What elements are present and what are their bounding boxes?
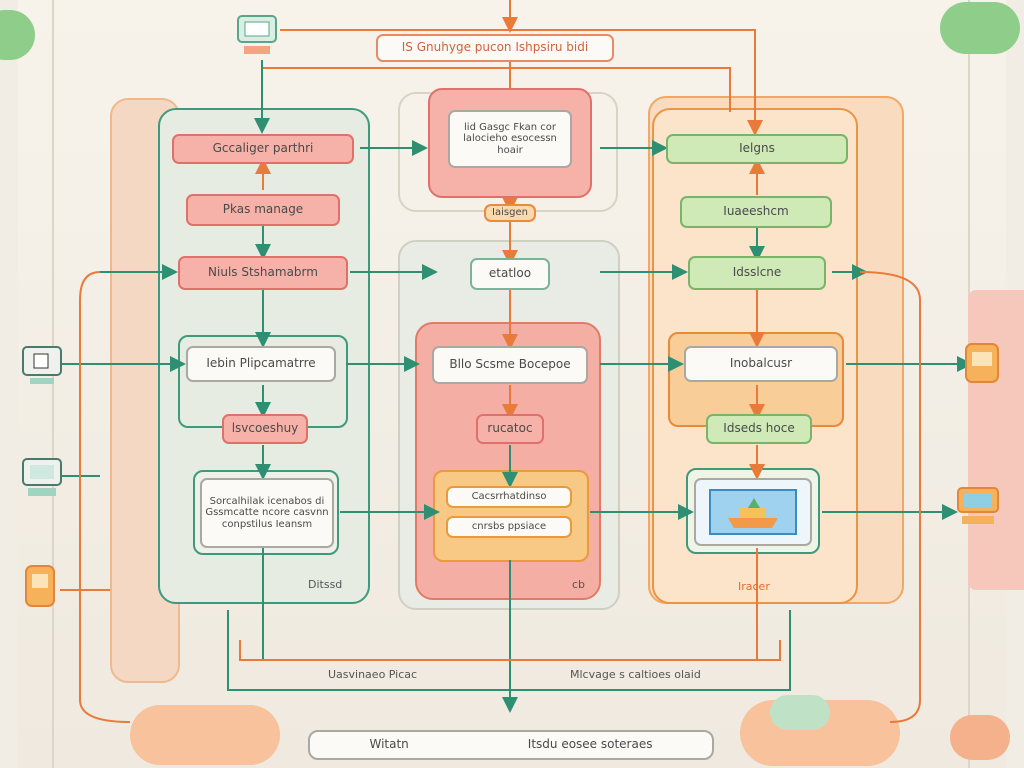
bottom-right-label: Mlcvage s caltioes olaid (570, 668, 701, 681)
left-box-3[interactable]: Niuls Stshamabrm (178, 256, 348, 290)
computer-icon[interactable] (232, 12, 282, 62)
right-screen[interactable] (694, 478, 812, 546)
bottom-bar-right-label: Itsdu eosee soteraes (527, 737, 653, 752)
header-title: IS Gnuhyge pucon Ishpsiru bidi (376, 34, 614, 62)
center-title-box[interactable]: lid Gasgc Fkan cor lalocieho esocessn ho… (448, 110, 572, 168)
left-box-5[interactable]: lsvcoeshuy (222, 414, 308, 444)
center-box-3[interactable]: etatloo (470, 258, 550, 290)
cloud-decoration-corner (950, 715, 1010, 760)
right-title-box[interactable]: Ielgns (666, 134, 848, 164)
left-box-4[interactable]: Iebin Plipcamatrre (186, 346, 336, 382)
bottom-bar-left-label: Witatn (369, 737, 409, 752)
computer-icon-right[interactable] (954, 484, 1002, 534)
right-box-3[interactable]: Idsslcne (688, 256, 826, 290)
bush-decoration (770, 695, 830, 730)
left-box-2[interactable]: Pkas manage (186, 194, 340, 226)
center-footer-label: cb (572, 578, 586, 591)
right-box-4[interactable]: Inobalcusr (684, 346, 838, 382)
ship-icon (709, 489, 797, 535)
center-box-7[interactable]: cnrsbs ppsiace (446, 516, 572, 538)
center-box-5[interactable]: rucatoc (476, 414, 544, 444)
monitor-icon[interactable] (20, 344, 64, 392)
bottom-left-label: Uasvinaeo Picac (328, 668, 418, 681)
device-icon-right[interactable] (962, 340, 1002, 392)
side-panel-right (968, 290, 1024, 590)
monitor-icon-2[interactable] (20, 456, 64, 504)
center-box-6[interactable]: Cacsrrhatdinso (446, 486, 572, 508)
tree-decoration-right (940, 2, 1020, 54)
bottom-bar: Witatn Itsdu eosee soteraes (308, 730, 714, 760)
cloud-decoration-bottom-left (130, 705, 280, 765)
center-box-2[interactable]: Iaisgen (484, 204, 536, 222)
left-box-6[interactable]: Sorcalhilak icenabos di Gssmcatte ncore … (200, 478, 334, 548)
right-footer-label: Iracer (738, 580, 770, 593)
device-icon[interactable] (22, 562, 58, 616)
left-title-box[interactable]: Gccaliger parthri (172, 134, 354, 164)
right-box-2[interactable]: Iuaeeshcm (680, 196, 832, 228)
left-footer-label: Ditssd (308, 578, 343, 591)
center-box-4[interactable]: Bllo Scsme Bocepoe (432, 346, 588, 384)
right-box-5[interactable]: Idseds hoce (706, 414, 812, 444)
